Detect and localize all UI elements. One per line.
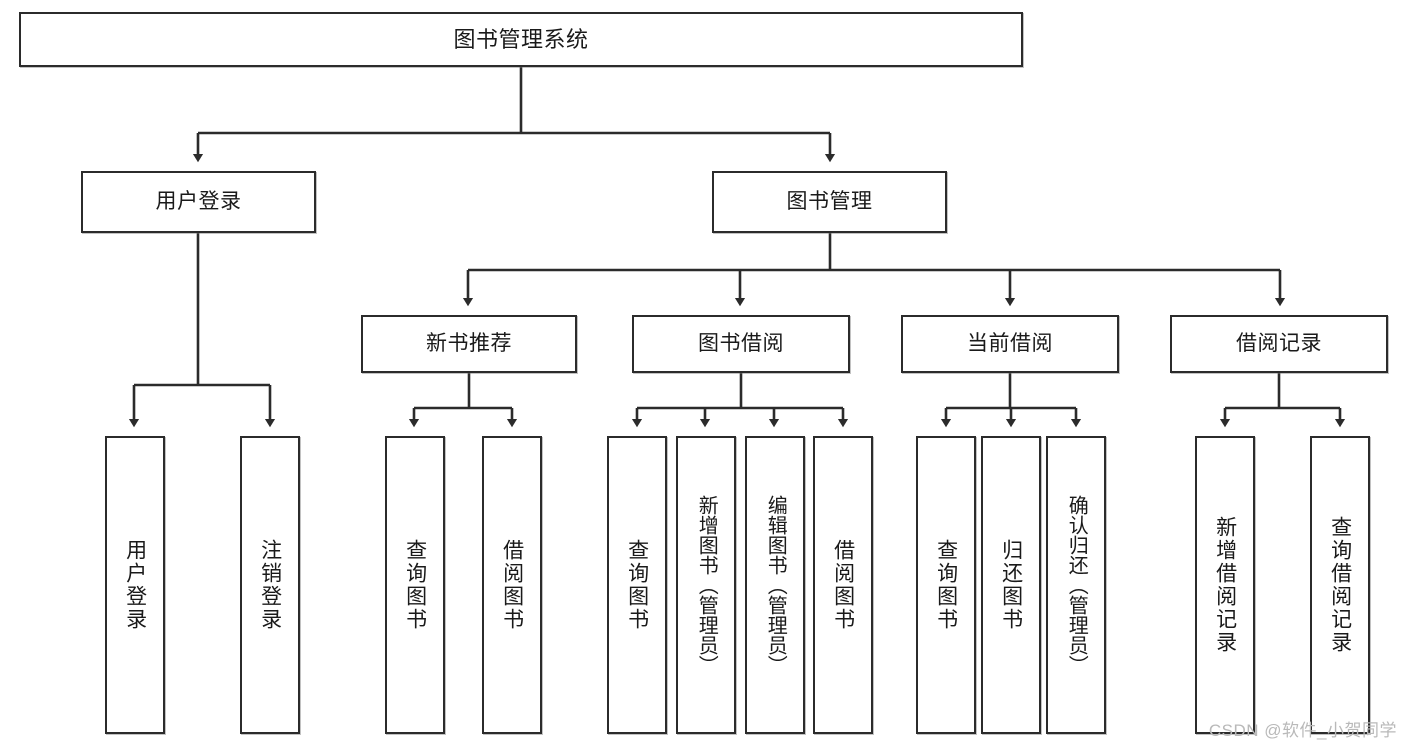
leaf-book-borrow-edit[interactable]: 编辑图书（管理员） xyxy=(745,436,805,734)
leaf-borrow-record-query[interactable]: 查询借阅记录 xyxy=(1310,436,1370,734)
leaf-label: 注销登录 xyxy=(258,539,282,631)
leaf-label: 新增借阅记录 xyxy=(1213,516,1237,654)
node-user-login[interactable]: 用户登录 xyxy=(81,171,316,233)
node-borrow-record[interactable]: 借阅记录 xyxy=(1170,315,1388,373)
leaf-label: 归还图书 xyxy=(999,539,1023,631)
leaf-new-book-borrow[interactable]: 借阅图书 xyxy=(482,436,542,734)
leaf-label: 查询图书 xyxy=(403,539,427,631)
leaf-book-borrow-borrow[interactable]: 借阅图书 xyxy=(813,436,873,734)
node-label: 借阅记录 xyxy=(1236,331,1322,355)
leaf-user-login-login[interactable]: 用户登录 xyxy=(105,436,165,734)
leaf-book-borrow-query[interactable]: 查询图书 xyxy=(607,436,667,734)
watermark: CSDN @软件_小贺同学 xyxy=(1208,721,1397,740)
leaf-user-login-logout[interactable]: 注销登录 xyxy=(240,436,300,734)
leaf-book-borrow-add[interactable]: 新增图书（管理员） xyxy=(676,436,736,734)
node-book-borrow[interactable]: 图书借阅 xyxy=(632,315,850,373)
leaf-borrow-record-add[interactable]: 新增借阅记录 xyxy=(1195,436,1255,734)
leaf-label: 借阅图书 xyxy=(500,539,524,631)
node-label: 用户登录 xyxy=(155,189,242,213)
node-label: 当前借阅 xyxy=(967,331,1053,355)
leaf-current-borrow-return[interactable]: 归还图书 xyxy=(981,436,1041,734)
node-label: 图书借阅 xyxy=(698,331,784,355)
leaf-current-borrow-query[interactable]: 查询图书 xyxy=(916,436,976,734)
node-label: 图书管理系统 xyxy=(453,26,589,52)
node-book-management[interactable]: 图书管理 xyxy=(712,171,947,233)
node-new-book-recommend[interactable]: 新书推荐 xyxy=(361,315,577,373)
leaf-label: 用户登录 xyxy=(123,539,147,631)
node-label: 图书管理 xyxy=(786,189,873,213)
leaf-current-borrow-confirm-return[interactable]: 确认归还（管理员） xyxy=(1046,436,1106,734)
leaf-label: 确认归还（管理员） xyxy=(1065,495,1088,675)
node-root-system[interactable]: 图书管理系统 xyxy=(19,12,1023,67)
leaf-label: 借阅图书 xyxy=(831,539,855,631)
leaf-label: 查询借阅记录 xyxy=(1328,516,1352,654)
leaf-new-book-query[interactable]: 查询图书 xyxy=(385,436,445,734)
leaf-label: 查询图书 xyxy=(934,539,958,631)
node-current-borrow[interactable]: 当前借阅 xyxy=(901,315,1119,373)
node-label: 新书推荐 xyxy=(426,331,512,355)
leaf-label: 编辑图书（管理员） xyxy=(764,495,787,675)
leaf-label: 新增图书（管理员） xyxy=(695,495,718,675)
leaf-label: 查询图书 xyxy=(625,539,649,631)
